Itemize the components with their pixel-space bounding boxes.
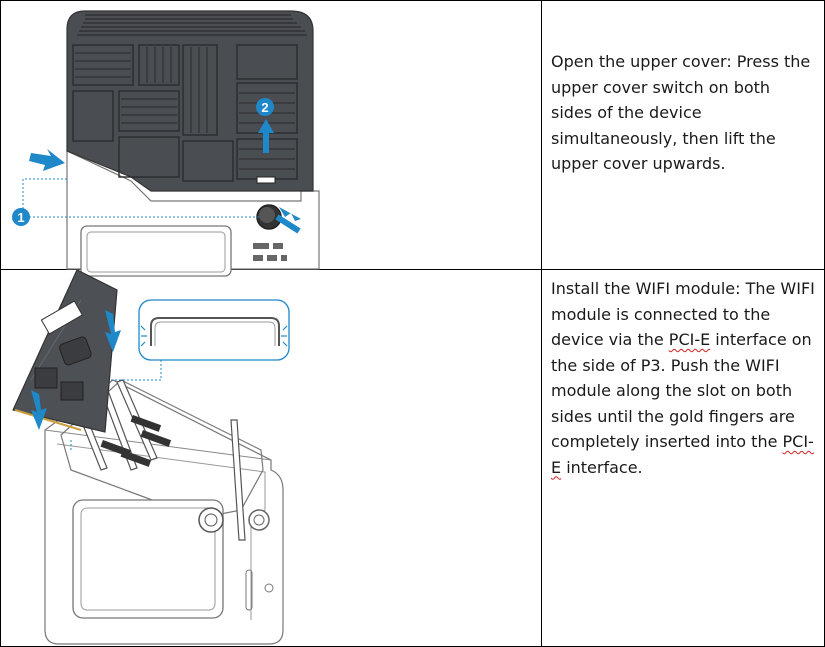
step-1-instruction: Open the upper cover: Press the upper co… (551, 52, 811, 173)
callout-2: 2 (261, 100, 268, 115)
step-2-illustration-cell (0, 269, 542, 647)
pci-e-term-2: PCI-E (551, 432, 814, 477)
step-2-text: Install the WIFI module: The WIFI module… (541, 269, 825, 647)
step-2-instruction-part-2: interface on the side of P3. Push the WI… (551, 330, 812, 451)
step-2-instruction-part-3: interface. (561, 457, 643, 477)
step-1-illustration-cell: 1 2 (0, 0, 542, 277)
callout-1: 1 (17, 210, 24, 225)
step-2-instruction-part-1: Install the WIFI module: The WIFI module… (551, 279, 815, 349)
wifi-module-illustration (12, 269, 290, 645)
pci-e-term-1: PCI-E (668, 330, 711, 349)
upper-cover-illustration: 1 2 (12, 10, 320, 277)
step-row-1: 1 2 Open the upper cover: Press the uppe… (0, 0, 825, 277)
step-row-2: Install the WIFI module: The WIFI module… (0, 269, 825, 647)
step-1-text: Open the upper cover: Press the upper co… (541, 0, 825, 270)
